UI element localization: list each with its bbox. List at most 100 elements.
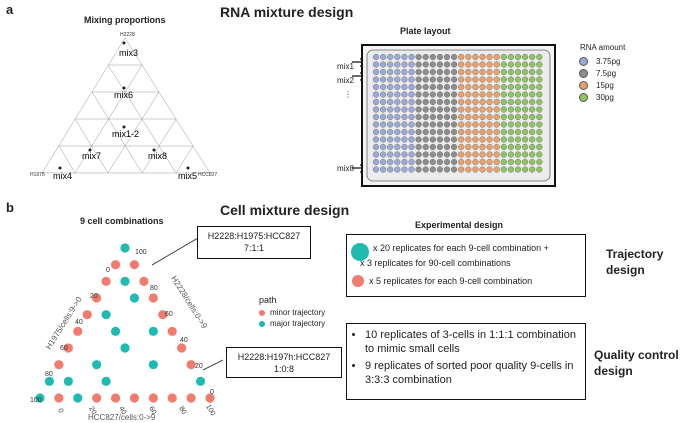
- legend-label-15pg: 15pg: [596, 80, 614, 90]
- plate-well: [465, 53, 472, 61]
- plate-well: [443, 98, 451, 106]
- plate-well: [443, 83, 451, 91]
- plate-well: [514, 98, 522, 106]
- plate-well: [450, 106, 458, 113]
- plate-well: [465, 91, 472, 98]
- plate-well: [507, 83, 515, 91]
- minor-trajectory-point: [110, 260, 121, 270]
- plate-well: [415, 91, 422, 98]
- plate-well: [479, 98, 486, 106]
- plate-well: [394, 83, 401, 91]
- plate-well: [536, 136, 543, 143]
- tick-left-20: 20: [90, 293, 98, 300]
- major-trajectory-point: [73, 393, 83, 403]
- plate-well: [380, 121, 387, 128]
- plate-well: [401, 121, 408, 128]
- traj-line-2: x 3 replicates for 90-cell combinations: [360, 258, 511, 268]
- plate-well: [522, 113, 529, 121]
- tick-left-0: 0: [106, 267, 110, 274]
- plate-well: [507, 151, 515, 158]
- plate-well: [436, 128, 444, 136]
- legend-item-15pg: 15pg: [579, 79, 620, 91]
- mix-label-mix3: mix3: [119, 48, 138, 58]
- plate-well: [479, 83, 486, 91]
- plate-well: [500, 166, 507, 173]
- rna-amount-legend-title: RNA amount: [580, 43, 626, 52]
- plate-well: [372, 128, 380, 136]
- plate-well: [422, 53, 429, 61]
- plate-well: [443, 68, 451, 76]
- traj-line-1: x 20 replicates for each 9-cell combinat…: [373, 243, 549, 253]
- legend-item-30pg: 30pg: [579, 91, 620, 103]
- plate-well: [429, 68, 436, 76]
- plate-well: [372, 106, 380, 113]
- plate-well: [486, 53, 493, 61]
- plate-well: [529, 151, 536, 158]
- plate-well: [436, 143, 444, 151]
- experimental-design-title: Experimental design: [415, 220, 504, 230]
- plate-well: [443, 121, 451, 128]
- plate-well: [394, 151, 401, 158]
- minor-trajectory-point: [186, 393, 196, 403]
- plate-well: [522, 83, 529, 91]
- plate-well: [394, 53, 401, 61]
- plate-well: [529, 83, 536, 91]
- plate-well: [408, 113, 415, 121]
- callout2-line1: H2228:H197h:HCC827: [237, 352, 331, 362]
- tick-right-40: 40: [180, 337, 188, 344]
- plate-well: [486, 76, 493, 83]
- plate-well: [401, 143, 408, 151]
- plate-well: [429, 158, 436, 166]
- plate-well: [500, 68, 507, 76]
- plate-well: [422, 121, 429, 128]
- plate-well: [514, 76, 522, 83]
- plate-well: [493, 91, 500, 98]
- plate-well: [479, 53, 486, 61]
- plate-well: [387, 158, 394, 166]
- tick-right-20: 20: [195, 363, 203, 370]
- cell-combinations-title: 9 cell combinations: [80, 216, 164, 226]
- minor-trajectory-point: [129, 393, 140, 403]
- tick-bottom-80: 80: [177, 406, 187, 416]
- tick-bottom-60: 60: [147, 406, 157, 416]
- plate-well: [507, 98, 515, 106]
- plate-well: [394, 61, 401, 68]
- plate-well: [465, 143, 472, 151]
- plate-well: [479, 68, 486, 76]
- plate-well: [486, 128, 493, 136]
- plate-well: [514, 53, 522, 61]
- plate-well: [401, 136, 408, 143]
- plate-well: [429, 53, 436, 61]
- plate-well: [486, 151, 493, 158]
- plate-well: [472, 128, 479, 136]
- plate-well: [479, 106, 486, 113]
- mixing-triangle-diagram: H2228 H1975 HCC827 mix3 mix6 mix1-2 mix7…: [30, 32, 217, 181]
- plate-grid: [361, 44, 556, 187]
- plate-well: [472, 106, 479, 113]
- plate-well: [372, 53, 380, 61]
- tick-right-80: 80: [150, 285, 158, 292]
- plate-well: [536, 76, 543, 83]
- plate-well: [450, 166, 458, 173]
- plate-well: [465, 151, 472, 158]
- plate-well: [522, 61, 529, 68]
- plate-well: [450, 128, 458, 136]
- plate-well: [500, 53, 507, 61]
- plate-well: [380, 106, 387, 113]
- plate-well: [514, 158, 522, 166]
- trajectory-design-box: x 20 replicates for each 9-cell combinat…: [346, 234, 586, 297]
- plate-well: [401, 158, 408, 166]
- plate-well: [479, 136, 486, 143]
- plate-well: [415, 158, 422, 166]
- minor-trajectory-dot: [352, 275, 364, 287]
- plate-well: [522, 68, 529, 76]
- plate-well: [522, 128, 529, 136]
- plate-well: [401, 83, 408, 91]
- plate-well: [465, 136, 472, 143]
- plate-well: [408, 98, 415, 106]
- plate-well: [436, 121, 444, 128]
- plate-well: [500, 113, 507, 121]
- plate-well: [380, 68, 387, 76]
- plate-well: [493, 166, 500, 173]
- tick-right-60: 60: [165, 311, 173, 318]
